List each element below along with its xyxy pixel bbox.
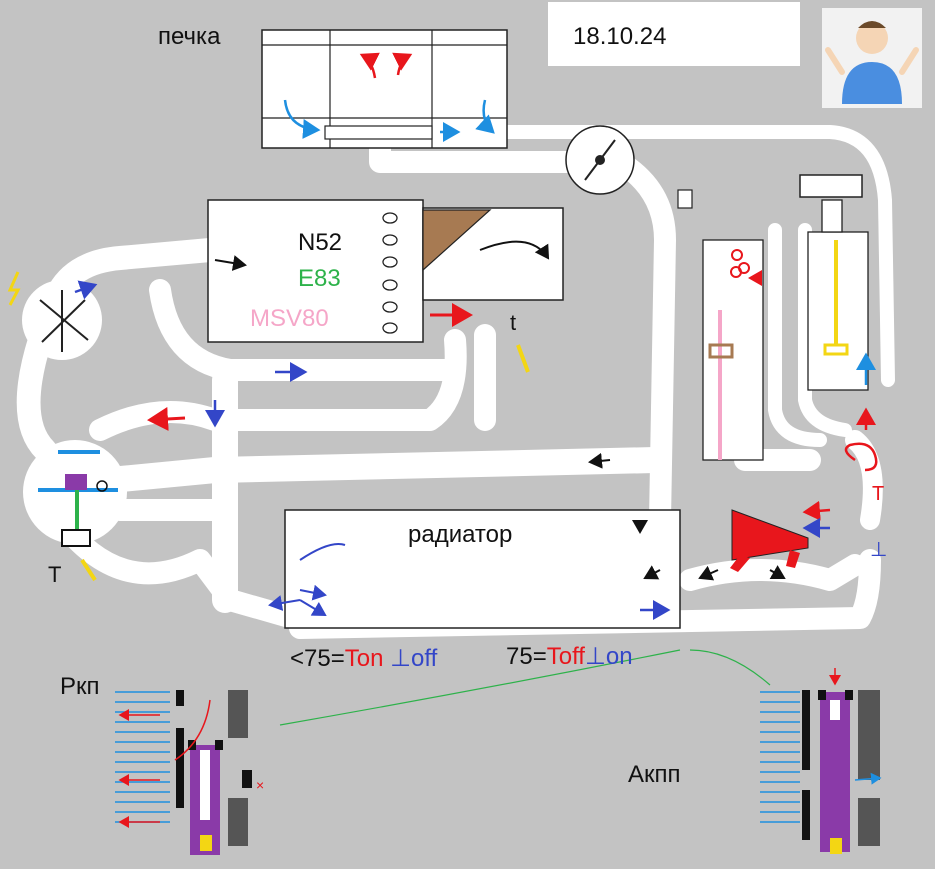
person-shrugging-icon xyxy=(822,8,922,108)
condition-left-off: ⊥off xyxy=(390,645,437,672)
lightning-icon xyxy=(7,271,21,306)
condition-right-toff: Toff xyxy=(547,643,586,670)
engine-block xyxy=(207,199,564,343)
manual-gearbox-x-mark: × xyxy=(256,777,264,793)
condition-left-ton: Ton xyxy=(345,645,384,672)
manual-gearbox-thermostat xyxy=(115,690,252,855)
water-pump-icon xyxy=(565,125,635,195)
fan-icon xyxy=(22,280,102,360)
thermostat-right-lower-label: ⊥ xyxy=(870,539,887,561)
condition-right-on: ⊥on xyxy=(585,643,633,670)
condition-right-prefix: 75= xyxy=(506,643,547,670)
thermostat-right xyxy=(844,407,878,472)
thermostat-right-upper-label: T xyxy=(872,483,884,505)
manual-gearbox-label: Ркп xyxy=(60,673,100,700)
heater-label: печка xyxy=(158,23,221,50)
sensor-t-label: t xyxy=(510,310,516,335)
date-label: 18.10.24 xyxy=(573,23,666,50)
condition-left: <75=Ton ⊥off xyxy=(290,645,438,672)
radiator xyxy=(268,509,681,629)
temperature-sensor-icon xyxy=(80,344,530,582)
auto-gearbox-thermostat xyxy=(760,668,882,854)
bypass-column xyxy=(702,239,764,461)
engine-label-msv80: MSV80 xyxy=(250,305,329,332)
condition-right: 75=Toff⊥on xyxy=(506,643,633,670)
gearbox-link-lines xyxy=(279,649,771,726)
engine-label-e83: E83 xyxy=(298,265,341,292)
engine-label-n52: N52 xyxy=(298,229,342,256)
condition-left-sep xyxy=(383,645,390,672)
condition-left-prefix: <75= xyxy=(290,645,345,672)
expansion-tank-icon xyxy=(677,174,876,391)
valve-icon xyxy=(730,500,831,572)
thermostat-icon xyxy=(23,440,127,547)
radiator-label: радиатор xyxy=(408,521,512,548)
auto-gearbox-label: Акпп xyxy=(628,761,681,788)
thermostat-left-label: T xyxy=(48,562,61,587)
date-box xyxy=(548,2,800,66)
heater-unit xyxy=(261,29,508,149)
